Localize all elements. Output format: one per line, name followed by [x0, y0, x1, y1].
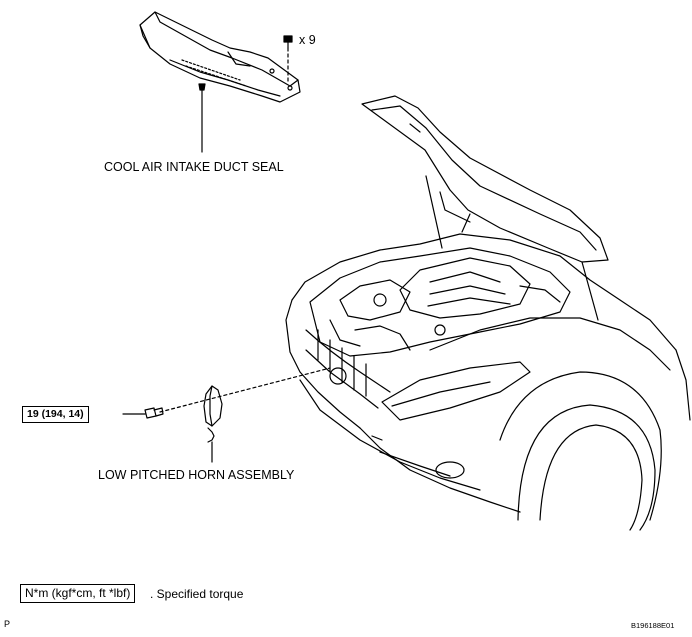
torque-legend-description: . Specified torque [150, 587, 244, 601]
torque-legend-box: N*m (kgf*cm, ft *lbf) [20, 584, 136, 603]
bolt-count-label: x 9 [299, 33, 316, 47]
horn-mount-leader [159, 367, 331, 413]
low-pitched-horn-part [203, 385, 223, 463]
cool-air-intake-duct-seal-part [139, 11, 301, 103]
figure-code: B196188E01 [631, 621, 675, 630]
clip-fastener [283, 35, 293, 85]
horn-bolt [144, 407, 164, 419]
cool-air-intake-duct-seal-label: COOL AIR INTAKE DUCT SEAL [104, 160, 284, 174]
vehicle-front-illustration [285, 95, 691, 531]
torque-spec-box: 19 (194, 14) [22, 406, 89, 423]
corner-mark: P [4, 619, 11, 629]
low-pitched-horn-label: LOW PITCHED HORN ASSEMBLY [98, 468, 295, 482]
